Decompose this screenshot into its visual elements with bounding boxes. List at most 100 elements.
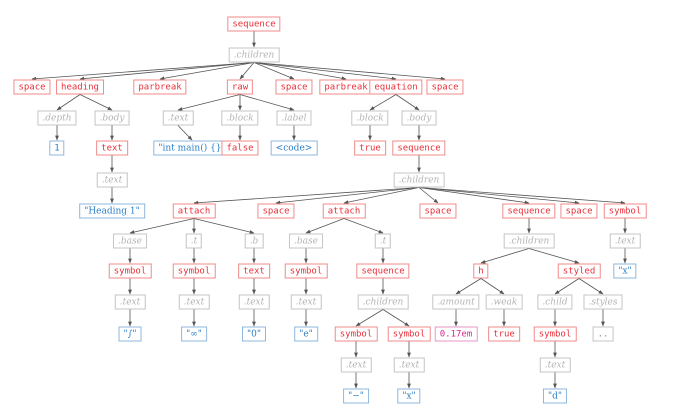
- tree-node-n47: h: [473, 263, 489, 279]
- tree-node-n6: raw: [226, 79, 254, 95]
- tree-node-n5: parbreak: [133, 79, 187, 95]
- edge-n54-n64: [382, 309, 410, 327]
- edge-n2-n9: [253, 62, 397, 81]
- tree-node-n21: false: [221, 140, 259, 156]
- tree-node-n27: "Heading 1": [79, 203, 145, 219]
- edge-n28-n37: [193, 218, 255, 234]
- tree-node-n9: equation: [369, 79, 423, 95]
- tree-node-n29: space: [257, 203, 295, 219]
- edge-n2-n10: [253, 62, 446, 81]
- tree-node-n34: symbol: [603, 203, 647, 219]
- tree-node-n24: sequence: [392, 140, 446, 156]
- tree-node-n11: .depth: [37, 110, 77, 126]
- tree-node-n40: .children: [503, 233, 555, 249]
- edge-n2-n6: [239, 62, 255, 80]
- tree-node-n33: space: [560, 203, 598, 219]
- edge-n2-n5: [159, 62, 255, 81]
- edge-n48-n58: [578, 278, 604, 295]
- tree-node-n56: .weak: [485, 294, 523, 310]
- tree-node-n14: .block: [221, 110, 259, 126]
- tree-node-n64: symbol: [387, 326, 431, 342]
- tree-node-n38: .base: [289, 233, 323, 249]
- tree-node-n48: styled: [557, 263, 601, 279]
- tree-node-n45: symbol: [284, 263, 328, 279]
- tree-node-n53: .text: [290, 294, 322, 310]
- tree-node-n52: .text: [238, 294, 270, 310]
- edge-n4-n11: [56, 94, 81, 111]
- edge-n26-n31: [418, 187, 439, 204]
- tree-node-n3: space: [13, 79, 51, 95]
- tree-node-n72: "−": [343, 388, 369, 404]
- tree-node-n61: "0": [241, 326, 267, 342]
- tree-node-n46: sequence: [356, 263, 410, 279]
- edge-n9-n17: [395, 94, 420, 111]
- tree-node-n19: text: [96, 140, 128, 156]
- edge-n6-n15: [239, 94, 295, 111]
- tree-node-n66: true: [488, 326, 520, 342]
- tree-node-n44: text: [238, 263, 270, 279]
- tree-node-n22: <code>: [270, 140, 318, 156]
- tree-node-n20: "int main() {}": [153, 140, 231, 156]
- tree-node-n2: .children: [228, 47, 280, 63]
- tree-node-n41: .text: [609, 233, 641, 249]
- edge-n26-n34: [418, 187, 626, 205]
- tree-node-n71: .text: [539, 357, 571, 373]
- tree-node-n59: "∫": [118, 326, 142, 342]
- tree-node-n15: .label: [276, 110, 312, 126]
- tree-node-n18: 1: [49, 140, 65, 156]
- tree-node-n7: space: [275, 79, 313, 95]
- tree-node-n17: .body: [401, 110, 437, 126]
- tree-node-n23: true: [354, 140, 386, 156]
- tree-node-n16: .block: [351, 110, 389, 126]
- tree-node-n68: ..: [592, 326, 614, 342]
- edge-n26-n29: [275, 187, 420, 205]
- tree-node-n25: .text: [96, 172, 128, 188]
- tree-node-n54: .children: [357, 294, 409, 310]
- tree-node-n12: .body: [94, 110, 130, 126]
- tree-node-n4: heading: [56, 79, 104, 95]
- tree-node-n73: "x": [397, 388, 421, 404]
- tree-node-n69: .text: [340, 357, 372, 373]
- edge-n30-n38: [305, 218, 345, 234]
- tree-node-n37: .b: [244, 233, 264, 249]
- tree-node-n43: symbol: [172, 263, 216, 279]
- tree-node-n50: .text: [114, 294, 146, 310]
- tree-node-n42: symbol: [108, 263, 152, 279]
- edge-n54-n63: [355, 309, 384, 327]
- edge-n40-n47: [480, 248, 530, 264]
- edge-n2-n7: [253, 62, 295, 80]
- edge-n30-n39: [343, 218, 384, 234]
- tree-node-n13: .text: [162, 110, 194, 126]
- edge-n6-n13: [177, 94, 241, 111]
- tree-node-n26: .children: [393, 172, 445, 188]
- tree-node-n51: .text: [178, 294, 210, 310]
- tree-node-n67: symbol: [533, 326, 577, 342]
- edge-n48-n57: [554, 278, 580, 295]
- edge-n26-n30: [343, 187, 420, 205]
- edge-n26-n33: [418, 187, 580, 205]
- tree-node-n31: space: [419, 203, 457, 219]
- edge-n13-n20: [177, 125, 193, 141]
- edge-n26-n32: [418, 187, 530, 205]
- edge-n2-n8: [253, 62, 347, 81]
- edge-n2-n4: [79, 62, 255, 81]
- edge-n47-n56: [480, 278, 505, 295]
- edge-n4-n12: [79, 94, 113, 111]
- tree-node-n28: attach: [172, 203, 216, 219]
- edge-n47-n55: [455, 278, 482, 295]
- edge-n28-n35: [129, 218, 195, 234]
- tree-node-n49: "x": [613, 263, 637, 279]
- tree-node-n58: .styles: [583, 294, 623, 310]
- tree-node-n30: attach: [322, 203, 366, 219]
- edge-n2-n3: [31, 62, 255, 81]
- tree-node-n70: .text: [393, 357, 425, 373]
- tree-node-n74: "d": [542, 388, 568, 404]
- edge-n9-n16: [369, 94, 397, 111]
- tree-node-n36: .t: [185, 233, 203, 249]
- tree-node-n8: parbreak: [319, 79, 373, 95]
- tree-node-n65: 0.17em: [434, 326, 478, 342]
- edge-n40-n48: [528, 248, 580, 264]
- edge-n26-n28: [193, 187, 420, 205]
